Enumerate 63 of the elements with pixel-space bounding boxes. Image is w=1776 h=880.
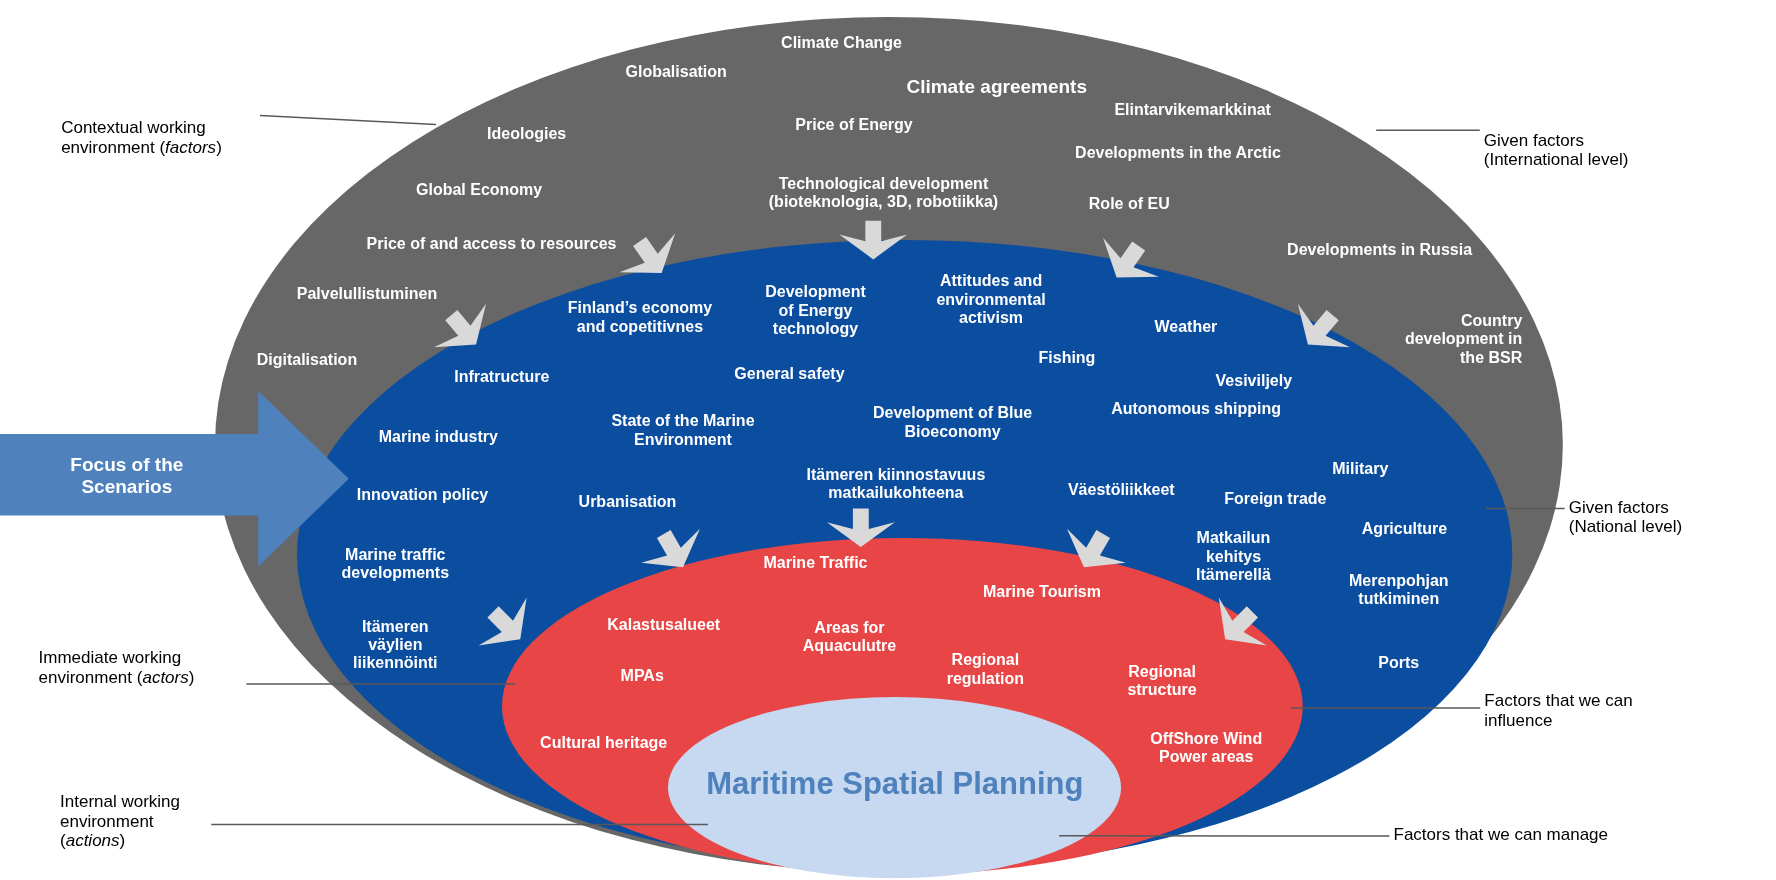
factor-label: Palvelullistuminen: [296, 285, 438, 304]
factor-label: OffShore Wind Power areas: [1149, 729, 1264, 766]
factor-label: Kalastusalueet: [607, 616, 721, 635]
leader-line: [210, 823, 709, 826]
factor-label: Finland’s economy and copetitivnes: [566, 298, 714, 336]
leader-line: [259, 114, 437, 126]
factor-label: Developments in the Arctic: [1075, 143, 1281, 163]
factor-label: Innovation policy: [356, 485, 489, 505]
factor-label: Ports: [1378, 653, 1420, 672]
factor-label: State of the Marine Environment: [610, 412, 756, 449]
factor-label: Digitalisation: [256, 351, 358, 370]
factor-label: Cultural heritage: [540, 733, 668, 753]
factor-label: Marine industry: [378, 428, 498, 447]
factor-label: Foreign trade: [1224, 490, 1327, 509]
factor-label: Marine traffic developments: [340, 545, 451, 583]
factor-label: Price of and access to resources: [366, 234, 617, 253]
factor-label: Weather: [1154, 318, 1218, 337]
factor-label: Urbanisation: [578, 492, 677, 511]
factor-label: Attitudes and environmental activism: [935, 272, 1047, 328]
factor-label: Fishing: [1038, 348, 1096, 368]
annotation-text: Given factors (National level): [1568, 498, 1728, 538]
factor-label: Merenpohjan tutkiminen: [1348, 571, 1450, 609]
factor-label: Developments in Russia: [1287, 241, 1473, 260]
factor-label: Elintarvikemarkkinat: [1114, 100, 1271, 120]
factor-label: Technological development (bioteknologia, 3D, robotiikka): [767, 174, 1000, 211]
annotation-text: Immediate working environment (actors): [38, 648, 243, 688]
factor-label: Global Economy: [416, 181, 543, 200]
factor-label: Marine Tourism: [983, 583, 1101, 602]
factor-label: Price of Energy: [795, 115, 913, 134]
factor-label: Development of Energy technology: [764, 283, 867, 340]
arrow-label: Focus of the Scenarios: [69, 453, 185, 498]
factor-label: Areas for Aquaculutre: [801, 618, 898, 655]
factor-label: Autonomous shipping: [1111, 399, 1281, 419]
factor-label: Climate Change: [781, 33, 902, 53]
leader-line: [245, 683, 517, 685]
factor-label: Väestöliikkeet: [1067, 481, 1175, 500]
factor-label: Itämeren väylien liikennöinti: [352, 618, 439, 674]
leader-line: [1290, 707, 1482, 709]
annotation-text: Given factors (International level): [1483, 131, 1677, 171]
factor-label: Marine Traffic: [763, 553, 868, 573]
factor-label: Role of EU: [1088, 194, 1170, 214]
factor-label: MPAs: [620, 666, 664, 686]
factor-label: Development of Blue Bioeconomy: [872, 404, 1034, 441]
factor-label: Ideologies: [487, 124, 567, 143]
factor-label: Country development in the BSR: [1403, 312, 1523, 368]
factor-label: Matkailun kehitys Itämerellä: [1195, 529, 1272, 585]
leader-line: [1375, 129, 1481, 131]
annotation-text: Factors that we can manage: [1393, 825, 1608, 845]
annotation-text: Factors that we can influence: [1484, 691, 1672, 731]
factor-label: Military: [1332, 459, 1389, 479]
factor-label: Regional structure: [1126, 662, 1198, 700]
factor-label: Regional regulation: [945, 650, 1026, 688]
factor-label: Globalisation: [625, 63, 727, 82]
leader-line: [1058, 835, 1391, 837]
factor-label: Itämeren kiinnostavuus matkailukohteena: [805, 465, 987, 502]
factor-label: General safety: [734, 364, 845, 383]
factor-label: Climate agreements: [906, 76, 1087, 99]
factor-label: Vesiviljely: [1215, 371, 1293, 390]
annotation-text: Internal working environment (actions): [60, 791, 208, 851]
factor-label: Infratructure: [454, 367, 550, 387]
factor-label: Agriculture: [1361, 519, 1448, 539]
annotation-text: Contextual working environment (factors): [61, 118, 256, 158]
planning-label: Maritime Spatial Planning: [706, 765, 1084, 802]
